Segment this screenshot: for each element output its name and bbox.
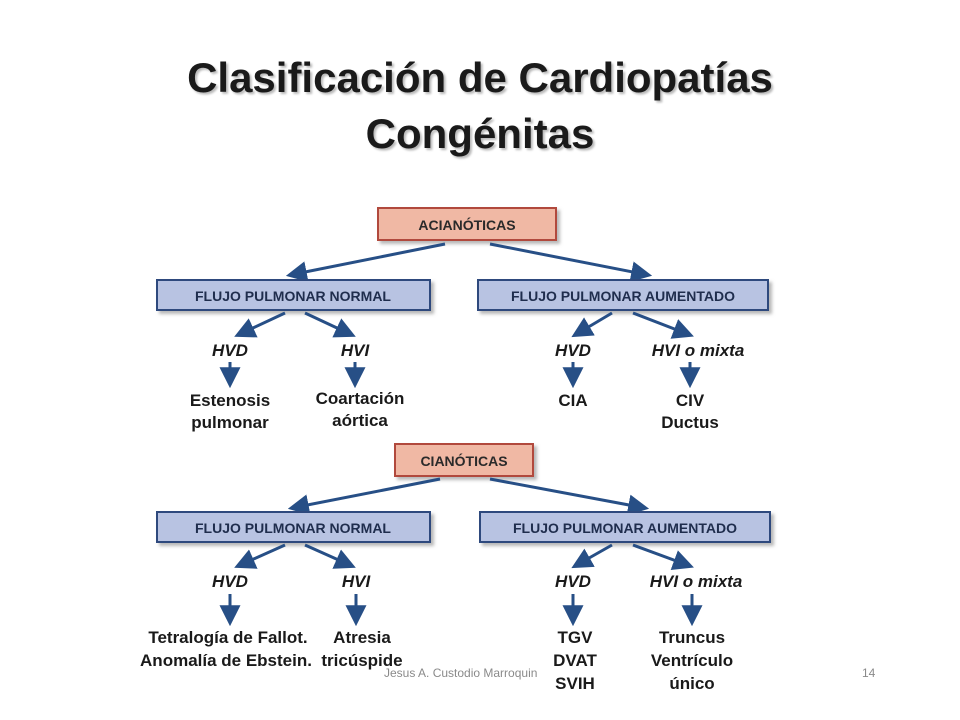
acian-normal-label: FLUJO PULMONAR NORMAL xyxy=(195,288,391,304)
leaf-aortica: aórtica xyxy=(332,411,388,430)
slide-title-line2: Congénitas xyxy=(365,110,595,157)
cianoticas-box xyxy=(394,443,534,477)
arrow-acian-aum-hvd xyxy=(571,311,613,338)
slide-title-line1: Clasificación de Cardiopatías xyxy=(187,54,773,101)
cianoticas-category: CIANÓTICAS xyxy=(394,443,534,477)
cian-normal-box xyxy=(156,511,431,543)
leaf-estenosis: Estenosis xyxy=(190,391,270,410)
arrow-acian-to-normal xyxy=(285,242,446,283)
cianoticas-label: CIANÓTICAS xyxy=(420,452,507,469)
arrow-acian-normal-hvd xyxy=(234,311,286,338)
acianoticas-category: ACIANÓTICAS xyxy=(377,207,557,241)
acian-normal-hvi-label: HVI xyxy=(341,341,371,360)
cian-aum-hvd-label: HVD xyxy=(555,572,591,591)
arrow-cian-aum-hvd xyxy=(571,543,613,569)
acianoticas-label: ACIANÓTICAS xyxy=(418,216,515,233)
leaf-ductus: Ductus xyxy=(661,413,719,432)
acian-aum-hvd-label: HVD xyxy=(555,341,591,360)
acian-normal-flow: FLUJO PULMONAR NORMAL xyxy=(156,279,431,311)
cian-aumentado-flow: FLUJO PULMONAR AUMENTADO xyxy=(479,511,771,543)
leaf-ventriculo: Ventrículo xyxy=(651,651,733,670)
cian-normal-label: FLUJO PULMONAR NORMAL xyxy=(195,520,391,536)
cian-normal-flow: FLUJO PULMONAR NORMAL xyxy=(156,511,431,543)
arrow-acian-to-aumentado xyxy=(489,242,653,283)
acian-aumentado-flow: FLUJO PULMONAR AUMENTADO xyxy=(477,279,769,311)
leaf-dvat: DVAT xyxy=(553,651,597,670)
acian-aum-hvi-label: HVI o mixta xyxy=(652,341,745,360)
leaf-truncus: Truncus xyxy=(659,628,725,647)
leaf-cia: CIA xyxy=(558,391,587,410)
cian-aum-hvi-label: HVI o mixta xyxy=(650,572,743,591)
leaf-civ: CIV xyxy=(676,391,705,410)
arrow-cian-to-aumentado xyxy=(489,477,650,516)
leaf-tetralogia: Tetralogía de Fallot. xyxy=(148,628,307,647)
acian-normal-box xyxy=(156,279,431,311)
leaf-pulmonar: pulmonar xyxy=(191,413,269,432)
acian-aumentado-box xyxy=(477,279,769,311)
acian-normal-hvd-label: HVD xyxy=(212,341,248,360)
cian-normal-hvd-label: HVD xyxy=(212,572,248,591)
cian-normal-hvi-label: HVI xyxy=(342,572,372,591)
arrow-cian-normal-hvd xyxy=(234,543,286,569)
arrow-cian-normal-hvi xyxy=(304,543,356,569)
leaf-tricuspide: tricúspide xyxy=(321,651,402,670)
leaf-coartacion: Coartación xyxy=(316,389,405,408)
arrow-acian-normal-hvi xyxy=(304,311,356,338)
leaf-ebstein: Anomalía de Ebstein. xyxy=(140,651,312,670)
leaf-tgv: TGV xyxy=(558,628,594,647)
leaf-unico: único xyxy=(669,674,714,693)
acian-aumentado-label: FLUJO PULMONAR AUMENTADO xyxy=(511,288,735,304)
arrow-cian-aum-hvi xyxy=(632,543,694,571)
cian-aumentado-label: FLUJO PULMONAR AUMENTADO xyxy=(513,520,737,536)
cian-aumentado-box xyxy=(479,511,771,543)
leaf-atresia: Atresia xyxy=(333,628,391,647)
acianoticas-box xyxy=(377,207,557,241)
footer-page-number: 14 xyxy=(862,666,876,680)
arrow-cian-to-normal xyxy=(287,477,441,516)
arrow-acian-aum-hvi xyxy=(632,311,694,339)
footer-author: Jesus A. Custodio Marroquin xyxy=(384,666,538,680)
leaf-svih: SVIH xyxy=(555,674,595,693)
